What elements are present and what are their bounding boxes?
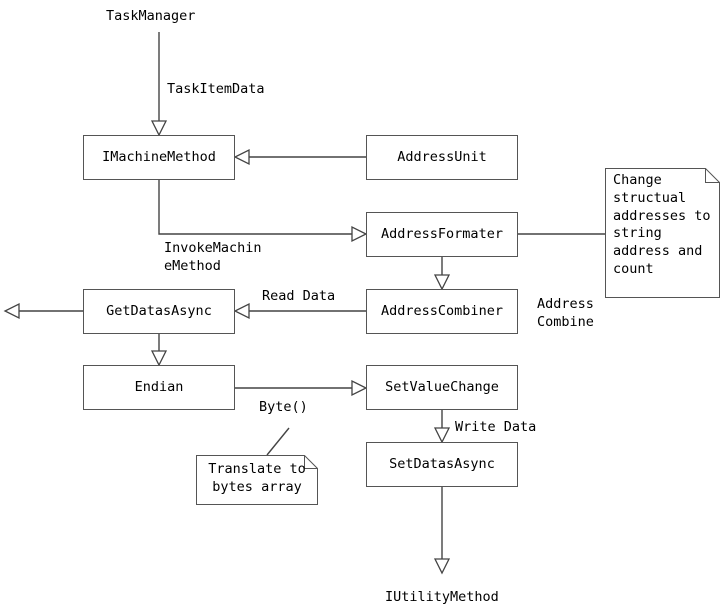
- note-translate-bytes[interactable]: Translate to bytes array: [196, 455, 318, 505]
- node-label: Endian: [134, 379, 184, 396]
- note-text: Change structual addresses to string add…: [613, 172, 711, 278]
- note-text: Translate to bytes array: [208, 461, 306, 495]
- arrowhead-down-imachinemethod: [150, 120, 168, 137]
- node-getdatasasync[interactable]: GetDatasAsync: [83, 289, 235, 334]
- arrowhead-down-addresscombiner: [433, 274, 451, 291]
- node-endian[interactable]: Endian: [83, 365, 235, 410]
- node-addresscombiner[interactable]: AddressCombiner: [366, 289, 518, 334]
- label-byte-call: Byte(): [259, 399, 308, 415]
- label-address-combine: Address Combine: [537, 296, 594, 330]
- node-label: AddressFormater: [381, 226, 503, 243]
- node-label: SetDatasAsync: [389, 456, 495, 473]
- connector-imachinemethod-to-addressformater: [158, 180, 353, 235]
- note-shape: [196, 455, 318, 505]
- note-address-change[interactable]: Change structual addresses to string add…: [605, 168, 720, 298]
- arrowhead-down-endian: [150, 350, 168, 367]
- label-invokemachinemethod: InvokeMachin eMethod: [164, 240, 262, 274]
- label-taskmanager: TaskManager: [106, 8, 196, 24]
- node-label: AddressCombiner: [381, 303, 503, 320]
- arrowhead-right-addressformater-in: [351, 225, 368, 243]
- arrowhead-left-imachinemethod: [233, 148, 250, 166]
- arrowhead-left-external: [3, 302, 20, 320]
- node-label: GetDatasAsync: [106, 303, 212, 320]
- arrowhead-left-getdatasasync: [233, 302, 250, 320]
- node-label: SetValueChange: [385, 379, 499, 396]
- node-label: AddressUnit: [397, 149, 487, 166]
- node-addressformater[interactable]: AddressFormater: [366, 212, 518, 257]
- node-setdatasasync[interactable]: SetDatasAsync: [366, 442, 518, 487]
- arrowhead-down-iutilitymethod: [433, 558, 451, 575]
- node-setvaluechange[interactable]: SetValueChange: [366, 365, 518, 410]
- label-read-data: Read Data: [262, 288, 336, 304]
- label-taskitemdata: TaskItemData: [167, 81, 265, 97]
- node-imachinemethod[interactable]: IMachineMethod: [83, 135, 235, 180]
- arrowhead-down-setdatasasync: [433, 427, 451, 444]
- arrowhead-right-setvaluechange: [351, 379, 368, 397]
- note-shape: [605, 168, 720, 298]
- label-iutilitymethod: IUtilityMethod: [385, 589, 499, 605]
- node-label: IMachineMethod: [102, 149, 216, 166]
- connector-note-translate-anchor: [266, 427, 290, 456]
- node-addressunit[interactable]: AddressUnit: [366, 135, 518, 180]
- label-write-data: Write Data: [455, 419, 537, 435]
